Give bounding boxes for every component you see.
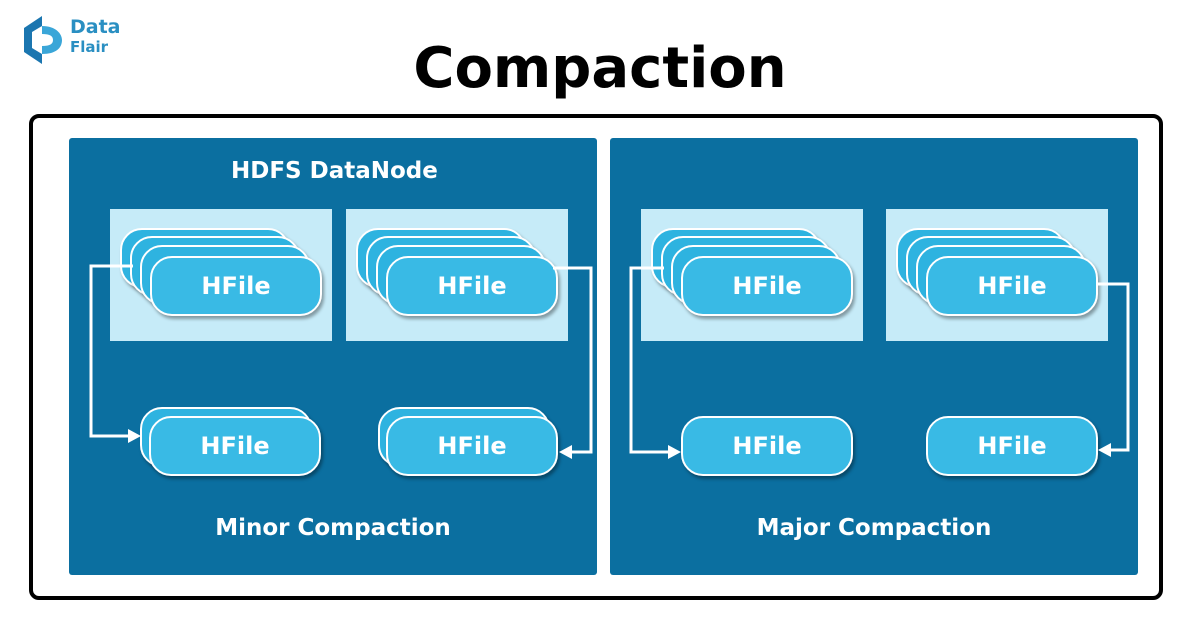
dataflair-logo-icon xyxy=(24,16,62,64)
minor-compaction-label: Minor Compaction xyxy=(215,515,451,541)
hfile-card: HFile xyxy=(926,256,1098,316)
major-compaction-panel xyxy=(610,138,1138,575)
hfile-result-card: HFile xyxy=(386,416,558,476)
hfile-result-card: HFile xyxy=(681,416,853,476)
hfile-label: HFile xyxy=(977,432,1047,460)
hfile-label: HFile xyxy=(201,272,271,300)
hfile-label: HFile xyxy=(437,432,507,460)
hfile-card: HFile xyxy=(386,256,558,316)
logo-text-data: Data xyxy=(70,16,121,38)
hfile-label: HFile xyxy=(200,432,270,460)
hfile-label: HFile xyxy=(437,272,507,300)
hfile-label: HFile xyxy=(732,272,802,300)
major-compaction-label: Major Compaction xyxy=(756,515,992,541)
hfile-card: HFile xyxy=(681,256,853,316)
hfile-card: HFile xyxy=(150,256,322,316)
logo-text-flair: Flair xyxy=(70,38,109,56)
hfile-label: HFile xyxy=(977,272,1047,300)
hfile-result-card: HFile xyxy=(149,416,321,476)
page-title: Compaction xyxy=(413,36,787,101)
hdfs-datanode-heading: HDFS DataNode xyxy=(231,158,438,184)
minor-compaction-panel xyxy=(69,138,597,575)
hfile-label: HFile xyxy=(732,432,802,460)
dataflair-logo: Data Flair xyxy=(18,14,158,70)
diagram-frame xyxy=(29,114,1163,600)
hfile-result-card: HFile xyxy=(926,416,1098,476)
